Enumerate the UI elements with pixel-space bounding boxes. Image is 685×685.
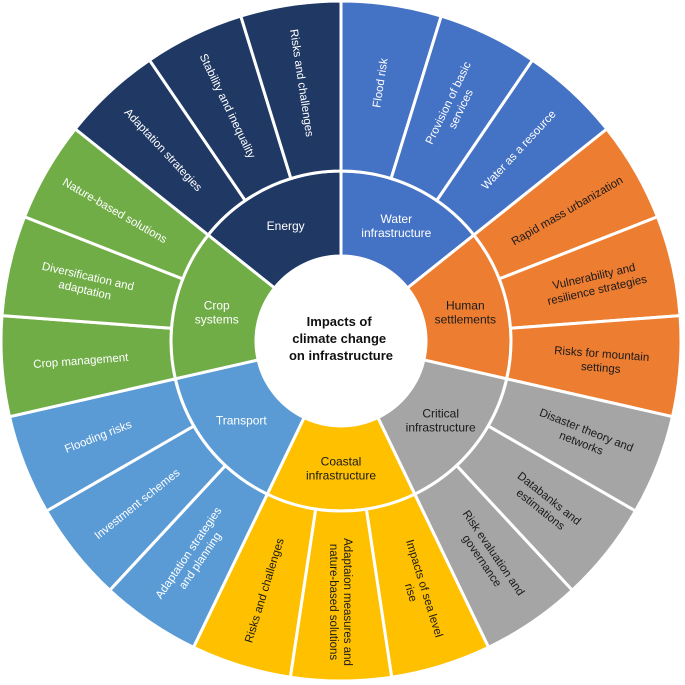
category-label-word: infrastructure	[361, 226, 431, 240]
category-label-word: settlements	[435, 313, 496, 327]
category-label-word: Coastal	[321, 455, 362, 469]
category-label-word: Critical	[422, 406, 459, 420]
topic-label-line: settings	[580, 361, 621, 376]
center-title-line-3: on infrastructure	[289, 348, 393, 363]
topic-label-line: Adaptaion measures and	[341, 538, 353, 666]
category-label-word: Energy	[267, 219, 305, 233]
topic-segment-crop-systems-3	[22, 126, 211, 281]
category-label-word: Transport	[216, 413, 268, 427]
topic-label-line: rise	[402, 582, 419, 603]
topic-label-line: nature-based solutions	[327, 544, 339, 661]
topic-label-adaptaion-measures-and-nature-based-solutions: Adaptaion measures andnature-based solut…	[327, 538, 353, 666]
category-label-word: Crop	[204, 299, 230, 313]
category-label-word: infrastructure	[306, 469, 376, 483]
center-circle	[256, 256, 426, 426]
category-label-word: infrastructure	[406, 420, 476, 434]
center-title-line-1: Impacts of	[307, 314, 373, 329]
category-label-word: Human	[446, 299, 485, 313]
center-title-line-2: climate change	[292, 331, 386, 346]
category-label-transport: Transport	[216, 413, 268, 427]
center-title: Impacts of climate change on infrastruct…	[289, 314, 393, 363]
category-label-word: Water	[381, 212, 413, 226]
category-label-word: systems	[195, 313, 239, 327]
category-label-energy: Energy	[267, 219, 305, 233]
